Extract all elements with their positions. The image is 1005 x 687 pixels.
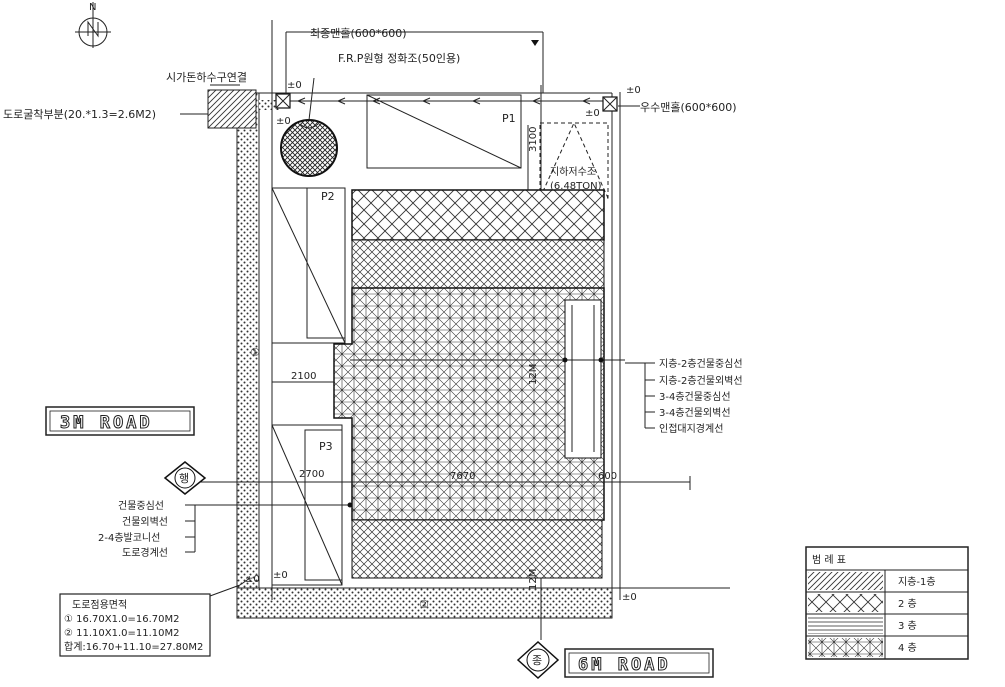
sewer-connect-label: 시가돈하수구연결 — [166, 70, 247, 84]
legend-row-2-label: 2 층 — [898, 598, 917, 610]
site-boundary — [236, 92, 613, 619]
level-mark-7: ±0 — [622, 592, 637, 603]
drain-line — [283, 97, 608, 105]
level-mark-4: ±0 — [585, 108, 600, 119]
dimension-lines — [195, 125, 691, 490]
dim-600: 600 — [598, 471, 617, 482]
left-legend-line-2: 건물외벽선 — [122, 516, 168, 528]
dim-12m: 12M — [528, 364, 539, 385]
left-legend-line-3: 2-4층발코니선 — [98, 532, 160, 544]
north-label: N — [89, 2, 96, 13]
rain-manhole-label: 우수맨홀(600*600) — [640, 101, 737, 114]
building-footprint — [333, 189, 605, 579]
level-mark-3: ±0 — [626, 85, 641, 96]
left-legend-line-1: 건물중심선 — [118, 500, 164, 512]
parking-p2 — [271, 187, 346, 344]
level-mark-1: ±0 — [287, 80, 302, 91]
level-mark-6: ±0 — [245, 574, 260, 585]
legend-row-4-label: 4 층 — [898, 642, 917, 654]
water-tank-label-2: (6.48TON) — [550, 181, 602, 192]
right-legend-line-2: 지층-2층건물외벽선 — [659, 375, 743, 387]
area-box-line-1: ① 16.70X1.0=16.70M2 — [64, 614, 180, 625]
west-marker-label: 행 — [179, 472, 189, 485]
dim-3100: 3100 — [528, 127, 539, 152]
frp-tank-label: F.R.P원형 정화조(50인용) — [338, 52, 460, 65]
circle-marker-2: ② — [419, 598, 429, 611]
area-box-title: 도로점용면적 — [72, 599, 127, 611]
level-mark-5: ±0 — [273, 570, 288, 581]
south-marker-icon: 종 — [516, 40, 560, 680]
level-mark-2: ±0 — [276, 116, 291, 127]
right-leader-lines — [562, 357, 655, 429]
legend-row-3-label: 3 층 — [898, 620, 917, 632]
dim-2100: 2100 — [291, 371, 316, 382]
west-marker-icon: 행 — [163, 461, 207, 495]
left-legend-line-4: 도로경계선 — [122, 546, 168, 559]
top-manhole-icon — [275, 93, 291, 109]
circle-marker-1: ① — [250, 346, 260, 359]
right-legend-line-1: 지층-2층건물중심선 — [659, 358, 743, 370]
legend-swatch-diag — [808, 572, 883, 590]
parking-p3-label: P3 — [319, 440, 333, 453]
septic-tank-icon — [280, 77, 338, 177]
legend-swatch-grid — [808, 638, 883, 657]
road-south-label: 6M ROAD — [578, 655, 671, 675]
area-box-line-3: 합계:16.70+11.10=27.80M2 — [64, 641, 203, 653]
legend-row-1-label: 지층-1층 — [898, 576, 936, 588]
south-marker-label: 종 — [532, 654, 542, 667]
area-box-line-2: ② 11.10X1.0=11.10M2 — [64, 628, 180, 639]
north-arrow-icon: N — [75, 2, 111, 48]
road-south: 6M ROAD — [564, 648, 714, 678]
manhole-top-label: 최종맨홀(600*600) — [310, 27, 407, 40]
right-legend-line-3: 3-4층건물중심선 — [659, 391, 731, 403]
parking-p1-label: P1 — [502, 112, 516, 125]
legend-swatch-horiz — [808, 616, 883, 634]
road-occupation-area-box: 도로점용면적 ① 16.70X1.0=16.70M2 ② 11.10X1.0=1… — [59, 593, 211, 657]
dim-7670: 7670 — [450, 471, 475, 482]
parking-p2-label: P2 — [321, 190, 335, 203]
water-tank-label-1: 지하저수조 — [550, 165, 596, 178]
left-leader-lines — [185, 502, 353, 553]
parking-p1 — [366, 94, 522, 169]
dim-12m-bottom: 12M — [528, 569, 539, 590]
road-break-label: 도로굴착부분(20.*1.3=2.6M2) — [3, 108, 156, 121]
legend-swatch-cross — [808, 594, 883, 612]
legend-title: 범 례 표 — [812, 554, 846, 566]
road-west: 3M ROAD — [45, 406, 195, 436]
right-legend-line-5: 인접대지경계선 — [659, 422, 723, 435]
rain-manhole-icon — [602, 96, 618, 112]
right-legend-line-4: 3-4층건물외벽선 — [659, 407, 731, 419]
legend-table: 범 례 표 지층-1층 2 층 3 층 4 층 — [805, 546, 969, 660]
dim-2700: 2700 — [299, 469, 324, 480]
road-west-label: 3M ROAD — [60, 413, 153, 433]
road-excavation-area — [207, 89, 257, 129]
